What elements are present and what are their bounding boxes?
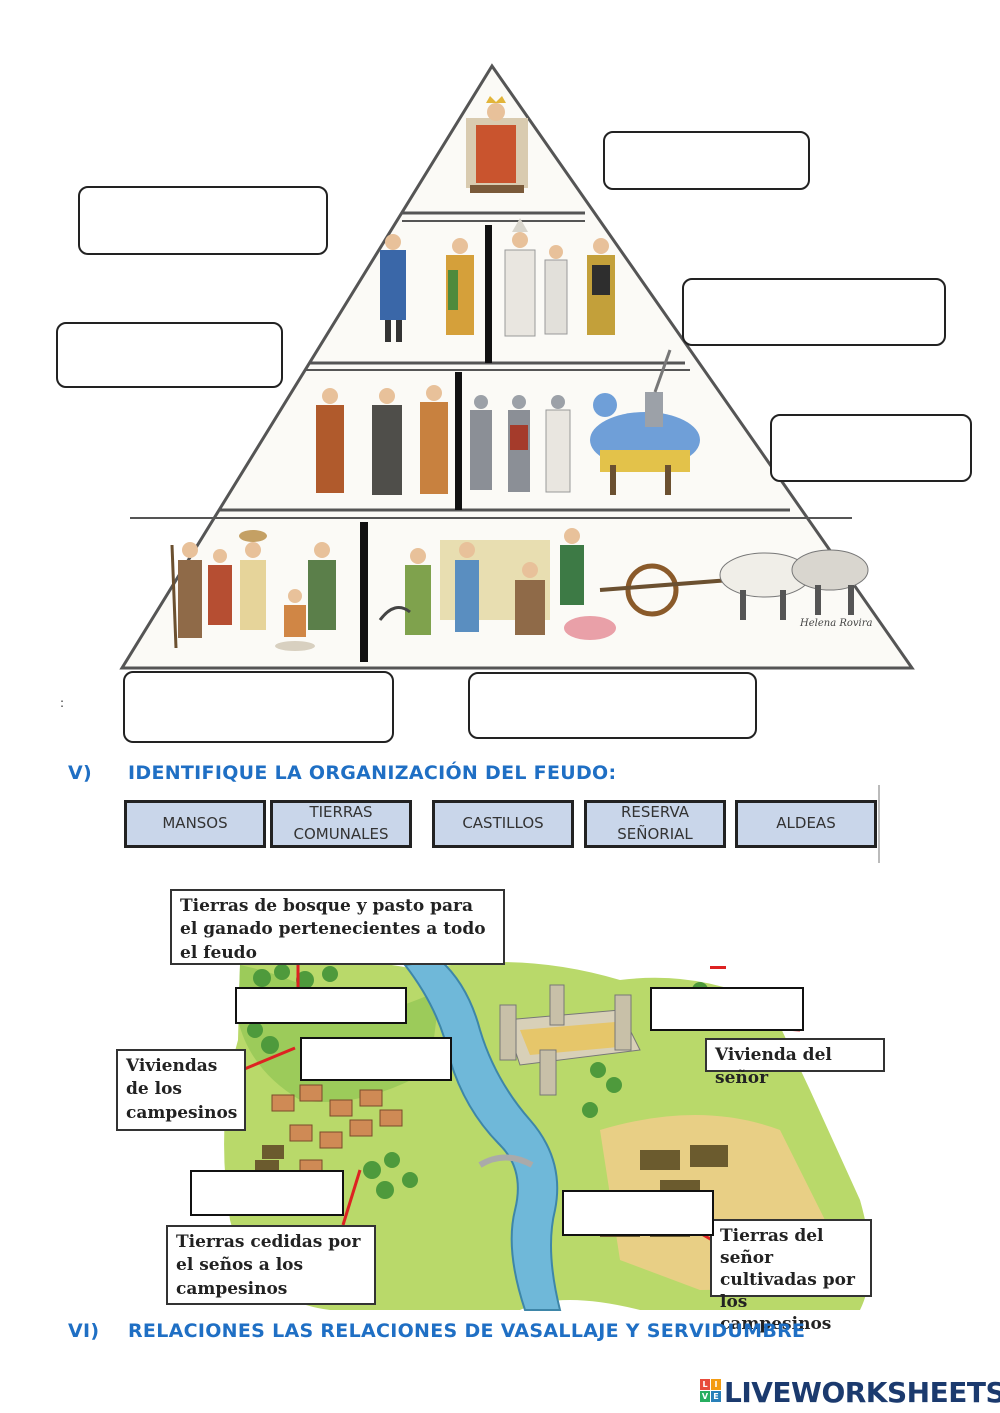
word-bank-tierras-comunales[interactable]: TIERRAS COMUNALES xyxy=(270,800,412,848)
feudal-pyramid-illustration: Helena Rovira xyxy=(119,63,915,670)
word-label: ALDEAS xyxy=(776,814,836,833)
word-bank-reserva-senorial[interactable]: RESERVA SEÑORIAL xyxy=(584,800,726,848)
label-text: Tierras del señor cultivadas por los cam… xyxy=(720,1226,855,1335)
answer-box-castillo[interactable] xyxy=(650,987,804,1031)
liveworksheets-logo-icon: L I V E xyxy=(700,1379,722,1403)
map-label-cedidas: Tierras cedidas por el seños a los campe… xyxy=(166,1225,376,1305)
section-vi-title: RELACIONES LAS RELACIONES DE VASALLAJE Y… xyxy=(128,1320,806,1342)
word-label: MANSOS xyxy=(162,814,228,833)
answer-box-aldeas[interactable] xyxy=(300,1037,452,1081)
label-text: Tierras de bosque y pasto para el ganado… xyxy=(180,896,486,963)
liveworksheets-wordmark[interactable]: LIVEWORKSHEETS xyxy=(724,1376,1000,1409)
map-label-bosque: Tierras de bosque y pasto para el ganado… xyxy=(170,889,505,965)
section-vi-heading: VI) RELACIONES LAS RELACIONES DE VASALLAJ… xyxy=(68,1320,805,1342)
section-v-number: V) xyxy=(68,762,92,784)
stray-mark: : xyxy=(60,696,65,710)
answer-box-tierras-comunales[interactable] xyxy=(235,987,407,1024)
word-label: CASTILLOS xyxy=(462,814,544,833)
answer-box-reserva[interactable] xyxy=(562,1190,714,1236)
answer-box-high-nobility[interactable] xyxy=(78,186,328,255)
nobility-clergy-figures xyxy=(380,218,615,342)
answer-box-serfs[interactable] xyxy=(468,672,757,739)
answer-box-high-clergy[interactable] xyxy=(682,278,946,346)
word-label: TIERRAS COMUNALES xyxy=(293,803,389,843)
knights-monks-figures xyxy=(316,349,700,495)
king-figure xyxy=(466,96,528,193)
label-text: Tierras cedidas por el seños a los campe… xyxy=(176,1232,361,1299)
answer-box-free-peasants[interactable] xyxy=(123,671,394,743)
answer-box-low-nobility[interactable] xyxy=(770,414,972,482)
label-text: Vivienda del señor xyxy=(715,1045,832,1089)
section-v-heading: V) IDENTIFIQUE LA ORGANIZACIÓN DEL FEUDO: xyxy=(68,762,616,784)
word-bank-aldeas[interactable]: ALDEAS xyxy=(735,800,877,848)
answer-box-king[interactable] xyxy=(603,131,810,190)
word-bank-mansos[interactable]: MANSOS xyxy=(124,800,266,848)
map-label-viviendas: Viviendas de los campesinos xyxy=(116,1049,246,1131)
artist-signature: Helena Rovira xyxy=(799,618,873,629)
peasants-figures: Helena Rovira xyxy=(170,528,873,651)
logo-letter: V xyxy=(700,1391,710,1402)
map-label-reserva: Tierras del señor cultivadas por los cam… xyxy=(710,1219,872,1334)
label-text: Viviendas de los campesinos xyxy=(126,1056,238,1123)
word-bank-divider xyxy=(878,785,880,863)
answer-box-low-clergy[interactable] xyxy=(56,322,283,388)
section-vi-number: VI) xyxy=(68,1320,100,1342)
logo-letter: E xyxy=(711,1391,721,1402)
word-bank-castillos[interactable]: CASTILLOS xyxy=(432,800,574,848)
map-label-senor: Vivienda del señor xyxy=(705,1038,885,1088)
word-label: RESERVA SEÑORIAL xyxy=(617,803,693,843)
answer-box-mansos[interactable] xyxy=(190,1170,344,1216)
logo-letter: I xyxy=(711,1379,721,1390)
section-v-title: IDENTIFIQUE LA ORGANIZACIÓN DEL FEUDO: xyxy=(128,762,617,784)
logo-letter: L xyxy=(700,1379,710,1390)
